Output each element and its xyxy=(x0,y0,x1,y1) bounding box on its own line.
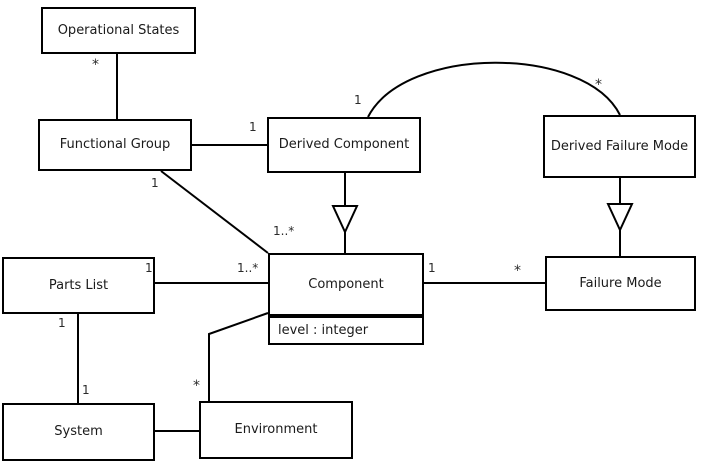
multiplicity-component-failure-mode-source: 1 xyxy=(428,261,436,275)
generalization-triangle-failure-mode xyxy=(606,203,634,233)
multiplicity-derived-failure-mode-arc-target: * xyxy=(595,77,602,93)
class-component-label: Component xyxy=(308,276,384,292)
class-component[interactable]: Component xyxy=(268,253,424,316)
multiplicity-environment-component: * xyxy=(193,378,200,394)
edge-component-environment xyxy=(208,312,269,401)
multiplicity-system-parts-list: 1 xyxy=(82,383,90,397)
generalization-triangle-component xyxy=(331,205,359,235)
multiplicity-parts-list-end: 1 xyxy=(145,261,153,275)
edge-functional-group-component xyxy=(160,170,269,254)
class-derived-failure-mode-label: Derived Failure Mode xyxy=(550,138,689,154)
multiplicity-component-failure-mode-target: * xyxy=(514,263,521,279)
class-environment-label: Environment xyxy=(234,422,318,438)
multiplicity-component-end-parts-list: 1..* xyxy=(237,261,259,275)
class-functional-group-label: Functional Group xyxy=(59,137,171,153)
class-parts-list-label: Parts List xyxy=(48,277,109,293)
edge-derived-component-derived-failure-mode xyxy=(367,61,621,118)
class-system[interactable]: System xyxy=(2,403,155,461)
class-component-attribute: level : integer xyxy=(268,316,424,345)
class-derived-component[interactable]: Derived Component xyxy=(267,117,421,173)
class-failure-mode-label: Failure Mode xyxy=(579,275,662,291)
class-functional-group[interactable]: Functional Group xyxy=(38,119,192,171)
class-derived-component-label: Derived Component xyxy=(278,137,410,153)
multiplicity-functional-group-derived-component: 1 xyxy=(249,120,257,134)
class-derived-failure-mode[interactable]: Derived Failure Mode xyxy=(543,115,696,178)
class-parts-list[interactable]: Parts List xyxy=(2,257,155,314)
class-operational-states-label: Operational States xyxy=(57,22,180,38)
multiplicity-operational-states-functional-group: * xyxy=(92,57,99,73)
class-failure-mode[interactable]: Failure Mode xyxy=(545,256,696,311)
class-system-label: System xyxy=(54,424,103,440)
multiplicity-parts-list-system: 1 xyxy=(58,316,66,330)
multiplicity-derived-component-arc-source: 1 xyxy=(354,93,362,107)
class-environment[interactable]: Environment xyxy=(199,401,353,459)
multiplicity-functional-group-component: 1 xyxy=(151,176,159,190)
multiplicity-component-end-functional-group: 1..* xyxy=(273,224,295,238)
class-operational-states[interactable]: Operational States xyxy=(41,7,196,54)
